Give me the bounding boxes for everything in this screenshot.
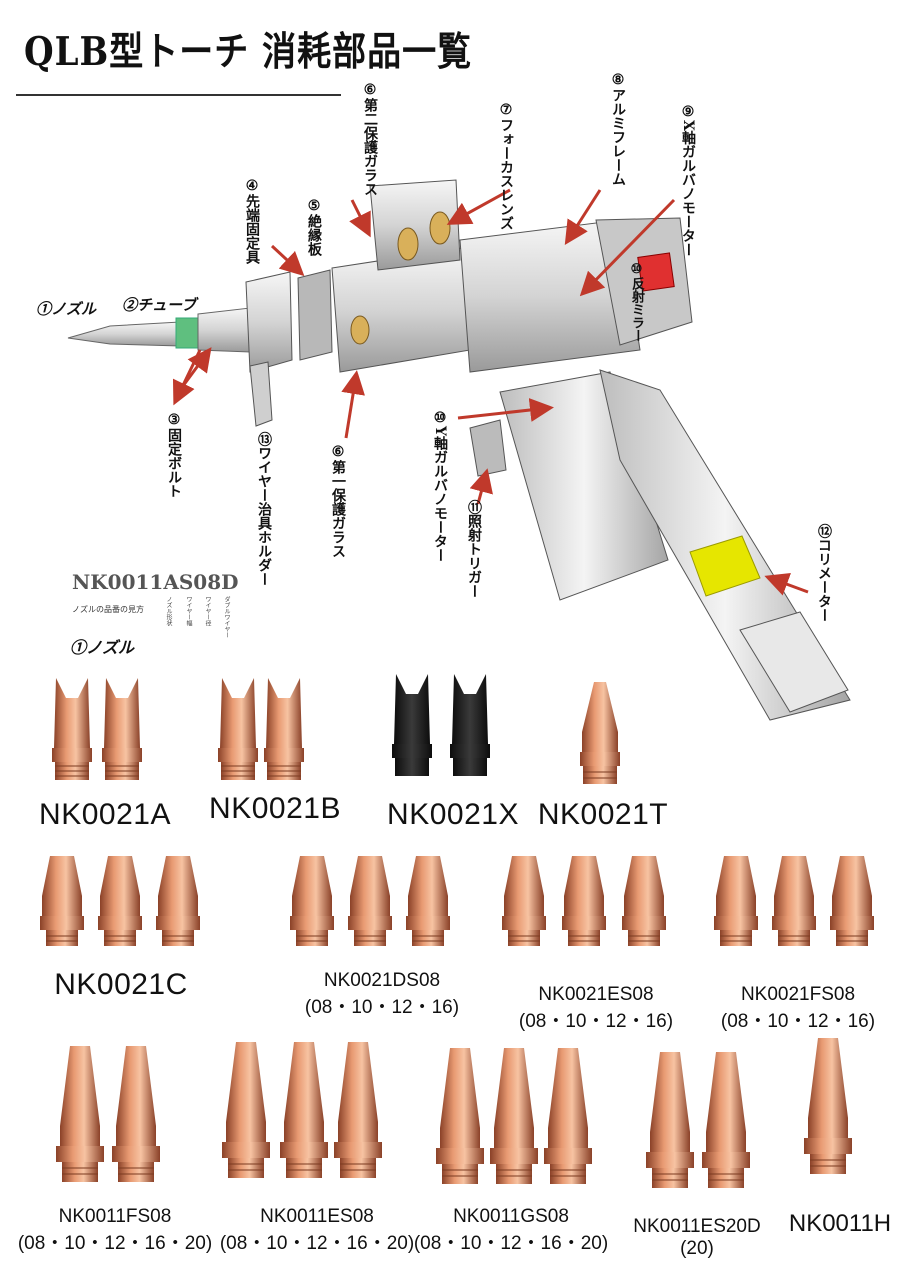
nozzle-code: NK0021FS08 bbox=[740, 984, 856, 1005]
callout-number: ④ bbox=[244, 178, 260, 194]
callout-text: X軸ガルバノモーター bbox=[680, 120, 696, 257]
callout-text: 第一保護ガラス bbox=[330, 460, 346, 558]
callout-number: ③ bbox=[166, 412, 182, 428]
callout-arrows bbox=[172, 188, 809, 596]
title-underline bbox=[16, 94, 341, 96]
callout-number: ⑬ bbox=[256, 432, 272, 446]
nozzle-code: NK0011GS08 bbox=[453, 1206, 569, 1227]
collimator-ring bbox=[689, 535, 761, 597]
callout-text: ワイヤー治具ホルダー bbox=[256, 446, 272, 586]
nozzle-code: NK0021A bbox=[39, 798, 171, 831]
tip-fixture bbox=[245, 271, 293, 373]
part-code-key-item: ワイヤー幅 bbox=[185, 596, 192, 626]
callout-text: 先端固定具 bbox=[244, 194, 260, 264]
callout-number: ⑦ bbox=[498, 102, 514, 118]
nozzle-sizes: (08・10・12・16) bbox=[304, 997, 460, 1018]
page-title: QLB型トーチ 消耗部品一覧 bbox=[24, 29, 473, 76]
nozzle-code: NK0011ES08 bbox=[260, 1206, 374, 1227]
part-code-example: NK0011AS08D bbox=[72, 570, 239, 594]
nozzle-code: NK0021ES08 bbox=[538, 984, 654, 1005]
callout-number: ⑩ bbox=[432, 410, 448, 426]
nozzle-caption: NK0021DS08 (08・10・12・16) bbox=[282, 970, 482, 1019]
nozzle-caption: NK0011ES08 (08・10・12・16・20) bbox=[212, 1206, 422, 1255]
callout-text: フォーカスレンズ bbox=[498, 118, 514, 230]
part-code-key-item: ワイヤー径 bbox=[204, 596, 211, 626]
nozzle-caption: NK0021A bbox=[30, 798, 180, 832]
callout-nozzle: ①ノズル bbox=[36, 298, 96, 319]
callout-number: ⑤ bbox=[306, 198, 322, 214]
callout-number: ⑨ bbox=[680, 104, 696, 120]
nozzle-code: NK0021DS08 bbox=[323, 970, 441, 991]
nozzle-sizes: (08・10・12・16・20) bbox=[17, 1233, 213, 1254]
nozzle-code: NK0021C bbox=[54, 968, 188, 1001]
callout-text: Y軸ガルバノモーター bbox=[432, 426, 448, 562]
nozzle-code: NK0011FS08 bbox=[58, 1206, 172, 1227]
nozzle-caption: NK0021X bbox=[378, 798, 528, 832]
insulating-plate bbox=[297, 269, 333, 361]
callout-text: アルミフレーム bbox=[610, 88, 626, 186]
nozzle-sizes: (08・10・12・16・20) bbox=[413, 1233, 609, 1254]
callout-fixing-bolt: ③固定ボルト bbox=[166, 412, 182, 498]
callout-text: 第二保護ガラス bbox=[362, 98, 378, 196]
callout-first-protective-glass: ⑥第一保護ガラス bbox=[330, 444, 346, 558]
callout-second-protective-glass: ⑥第二保護ガラス bbox=[362, 82, 378, 196]
callout-wire-holder: ⑬ワイヤー治具ホルダー bbox=[256, 432, 272, 586]
callout-number: ⑪ bbox=[466, 500, 482, 514]
callout-text: 反射ミラー bbox=[629, 277, 644, 342]
nozzle-caption: NK0011H bbox=[780, 1210, 900, 1238]
callout-text: チューブ bbox=[137, 296, 197, 314]
callout-tube: ②チューブ bbox=[122, 294, 196, 315]
nozzle-caption: NK0021B bbox=[200, 792, 350, 826]
nozzle-code: NK0011ES20D bbox=[633, 1216, 761, 1237]
callout-aluminium-frame: ⑧アルミフレーム bbox=[610, 72, 626, 186]
nozzle-code: NK0021T bbox=[537, 798, 669, 831]
callout-text: 絶縁板 bbox=[306, 214, 322, 256]
callout-collimator: ⑫コリメーター bbox=[816, 524, 832, 622]
nozzle-sizes: (08・10・12・16) bbox=[720, 1011, 876, 1032]
wire-holder bbox=[249, 361, 273, 427]
callout-number: ⑥ bbox=[362, 82, 378, 98]
nozzle-code: NK0011H bbox=[788, 1210, 892, 1237]
nozzle-caption: NK0011FS08 (08・10・12・16・20) bbox=[10, 1206, 220, 1255]
nozzle-caption: NK0011ES20D (20) bbox=[612, 1216, 782, 1260]
callout-reflecting-mirror: ⑩反射ミラー bbox=[628, 262, 644, 342]
part-code-key-item: ダブルワイヤー bbox=[223, 596, 230, 638]
nozzle-caption: NK0021ES08 (08・10・12・16) bbox=[496, 984, 696, 1033]
callout-number: ① bbox=[36, 300, 52, 318]
nozzle-sizes: (08・10・12・16) bbox=[518, 1011, 674, 1032]
callout-text: 照射トリガー bbox=[466, 514, 482, 598]
callout-text: ノズル bbox=[51, 300, 97, 318]
callout-text: 固定ボルト bbox=[166, 428, 182, 498]
nozzle-section-label: ①ノズル bbox=[70, 638, 135, 657]
callout-number: ② bbox=[122, 296, 138, 314]
nozzle-caption: NK0011GS08 (08・10・12・16・20) bbox=[406, 1206, 616, 1255]
callout-x-galvo-motor: ⑨X軸ガルバノモーター bbox=[680, 104, 696, 257]
nozzle-code: NK0021X bbox=[387, 798, 519, 831]
callout-number: ⑩ bbox=[629, 262, 644, 277]
nozzle-sizes: (20) bbox=[680, 1238, 714, 1259]
nozzle-catalog-images bbox=[39, 674, 875, 1189]
callout-number: ⑫ bbox=[816, 524, 832, 538]
callout-number: ⑥ bbox=[330, 444, 346, 460]
callout-insulating-plate: ⑤絶縁板 bbox=[306, 198, 322, 256]
nozzle-tube-assembly bbox=[67, 307, 251, 353]
callout-tip-fixture: ④先端固定具 bbox=[244, 178, 260, 264]
nozzle-caption: NK0021C bbox=[46, 968, 196, 1002]
part-code-key-item: ノズル形状 bbox=[165, 596, 172, 626]
nozzle-code: NK0021B bbox=[209, 792, 341, 825]
torch-exploded-diagram bbox=[67, 179, 851, 721]
nozzle-caption: NK0021T bbox=[528, 798, 678, 832]
callout-number: ⑧ bbox=[610, 72, 626, 88]
callout-trigger: ⑪照射トリガー bbox=[466, 500, 482, 598]
nozzle-sizes: (08・10・12・16・20) bbox=[219, 1233, 415, 1254]
callout-text: コリメーター bbox=[816, 538, 832, 622]
callout-y-galvo-motor: ⑩Y軸ガルバノモーター bbox=[432, 410, 448, 562]
nozzle-caption: NK0021FS08 (08・10・12・16) bbox=[700, 984, 896, 1033]
callout-focus-lens: ⑦フォーカスレンズ bbox=[498, 102, 514, 230]
part-code-reading-note: ノズルの品番の見方 bbox=[72, 605, 144, 614]
